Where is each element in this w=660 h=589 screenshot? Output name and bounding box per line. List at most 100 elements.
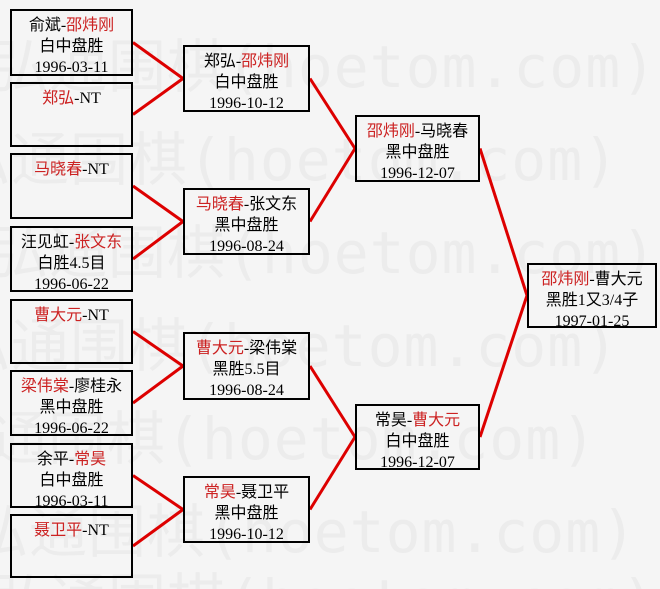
- match-box-r1-5: 曹大元-NT: [10, 299, 133, 364]
- match-result: 白中盘胜: [385, 433, 450, 450]
- players-separator: -: [589, 271, 595, 288]
- player2-name: NT: [87, 307, 109, 324]
- match-date: 1996-10-12: [209, 95, 284, 112]
- player2-name: NT: [87, 522, 109, 539]
- match-result: 白中盘胜: [39, 38, 104, 55]
- match-players: 曹大元-NT: [12, 305, 131, 326]
- match-players: 聂卫平-NT: [12, 520, 131, 541]
- bracket-connector: [132, 330, 184, 368]
- bracket-connector: [308, 436, 357, 511]
- match-result: 黑胜1又3/4子: [545, 292, 639, 309]
- player1-name: 俞斌: [28, 17, 61, 34]
- watermark-text: 弘通围棋(hoetom.com): [0, 405, 598, 473]
- watermark-text: 弘通围棋(hoetom.com): [0, 219, 658, 287]
- match-players: 邵炜刚-马晓春: [357, 121, 478, 142]
- watermark-text: 弘通围棋(hoetom.com): [0, 572, 657, 589]
- player1-name: 郑弘: [42, 90, 75, 107]
- player1-name: 马晓春: [34, 161, 83, 178]
- bracket-connector: [132, 77, 184, 116]
- player1-name: 常昊: [374, 412, 407, 429]
- player2-name: 聂卫平: [241, 484, 290, 501]
- match-players: 马晓春-张文东: [185, 194, 308, 215]
- player1-name: 曹大元: [34, 307, 83, 324]
- match-date: 1996-10-12: [209, 526, 284, 543]
- match-result: 白中盘胜: [39, 472, 104, 489]
- match-players: 余平-常昊: [12, 449, 131, 470]
- match-box-r1-2: 郑弘-NT: [10, 82, 133, 147]
- match-box-r2-4: 常昊-聂卫平 黑中盘胜 1996-10-12: [183, 476, 310, 543]
- match-result: 黑中盘胜: [214, 217, 279, 234]
- player1-name: 梁伟棠: [20, 378, 69, 395]
- player2-name: 廖桂永: [74, 378, 123, 395]
- match-box-r1-7: 余平-常昊 白中盘胜 1996-03-11: [10, 443, 133, 510]
- player1-name: 邵炜刚: [541, 271, 590, 288]
- match-players: 常昊-聂卫平: [185, 482, 308, 503]
- match-players: 邵炜刚-曹大元: [529, 269, 655, 290]
- bracket-connector: [132, 474, 184, 511]
- player1-name: 马晓春: [195, 196, 244, 213]
- match-result: 黑中盘胜: [385, 144, 450, 161]
- match-players: 梁伟棠-廖桂永: [12, 376, 131, 397]
- match-date: 1996-03-11: [34, 59, 109, 76]
- players-separator: -: [243, 340, 250, 357]
- player1-name: 常昊: [203, 484, 236, 501]
- match-result: 白胜4.5目: [37, 255, 106, 272]
- watermark-text: 弘通围棋(hoetom.com): [0, 498, 638, 566]
- match-players: 汪见虹-张文东: [12, 232, 131, 253]
- match-box-r1-3: 马晓春-NT: [10, 153, 133, 219]
- player2-name: 邵炜刚: [241, 53, 290, 70]
- player1-name: 余平: [36, 451, 69, 468]
- bracket-connector: [132, 184, 184, 223]
- match-box-r1-1: 俞斌-邵炜刚 白中盘胜 1996-03-11: [10, 9, 133, 76]
- match-box-r1-8: 聂卫平-NT: [10, 514, 133, 578]
- players-separator: -: [235, 484, 242, 501]
- match-box-r2-1: 郑弘-邵炜刚 白中盘胜 1996-10-12: [183, 45, 310, 112]
- player2-name: 张文东: [74, 234, 123, 251]
- match-date: 1996-12-07: [380, 165, 455, 182]
- match-date: 1996-03-11: [34, 493, 109, 510]
- match-players: 常昊-曹大元: [357, 410, 478, 431]
- match-box-r1-6: 梁伟棠-廖桂永 黑中盘胜 1996-06-22: [10, 370, 133, 437]
- player2-name: 常昊: [74, 451, 107, 468]
- bracket-connector: [308, 365, 357, 438]
- match-players: 郑弘-NT: [12, 88, 131, 109]
- players-separator: -: [68, 378, 75, 395]
- player2-name: 曹大元: [594, 271, 643, 288]
- player2-name: 梁伟棠: [249, 340, 298, 357]
- players-separator: -: [82, 522, 88, 539]
- match-date: 1996-08-24: [209, 382, 284, 399]
- bracket-connector: [132, 364, 184, 405]
- players-separator: -: [243, 196, 250, 213]
- player2-name: 曹大元: [412, 412, 461, 429]
- bracket-connector: [308, 147, 357, 223]
- match-box-r2-3: 曹大元-梁伟棠 黑胜5.5目 1996-08-24: [183, 332, 310, 400]
- bracket-connector: [478, 295, 529, 438]
- players-separator: -: [406, 412, 413, 429]
- match-date: 1996-06-22: [34, 276, 109, 293]
- players-separator: -: [68, 234, 75, 251]
- players-separator: -: [60, 17, 67, 34]
- players-separator: -: [74, 90, 80, 107]
- match-result: 白中盘胜: [214, 74, 279, 91]
- match-date: 1996-06-22: [34, 420, 109, 437]
- players-separator: -: [82, 161, 88, 178]
- player1-name: 聂卫平: [34, 522, 83, 539]
- bracket-connector: [308, 77, 357, 150]
- player2-name: NT: [87, 161, 109, 178]
- match-result: 黑中盘胜: [39, 399, 104, 416]
- match-box-sf-2: 常昊-曹大元 白中盘胜 1996-12-07: [355, 404, 480, 471]
- players-separator: -: [68, 451, 75, 468]
- bracket-connector: [478, 148, 529, 296]
- match-players: 曹大元-梁伟棠: [185, 338, 308, 359]
- player2-name: 马晓春: [420, 123, 469, 140]
- player1-name: 曹大元: [195, 340, 244, 357]
- match-players: 郑弘-邵炜刚: [185, 51, 308, 72]
- bracket-connector: [132, 41, 184, 80]
- player2-name: 张文东: [249, 196, 298, 213]
- watermark-text: 弘通围棋(hoetom.com): [0, 33, 658, 101]
- match-date: 1996-08-24: [209, 238, 284, 255]
- match-result: 黑中盘胜: [214, 505, 279, 522]
- match-box-final: 邵炜刚-曹大元 黑胜1又3/4子 1997-01-25: [527, 263, 657, 330]
